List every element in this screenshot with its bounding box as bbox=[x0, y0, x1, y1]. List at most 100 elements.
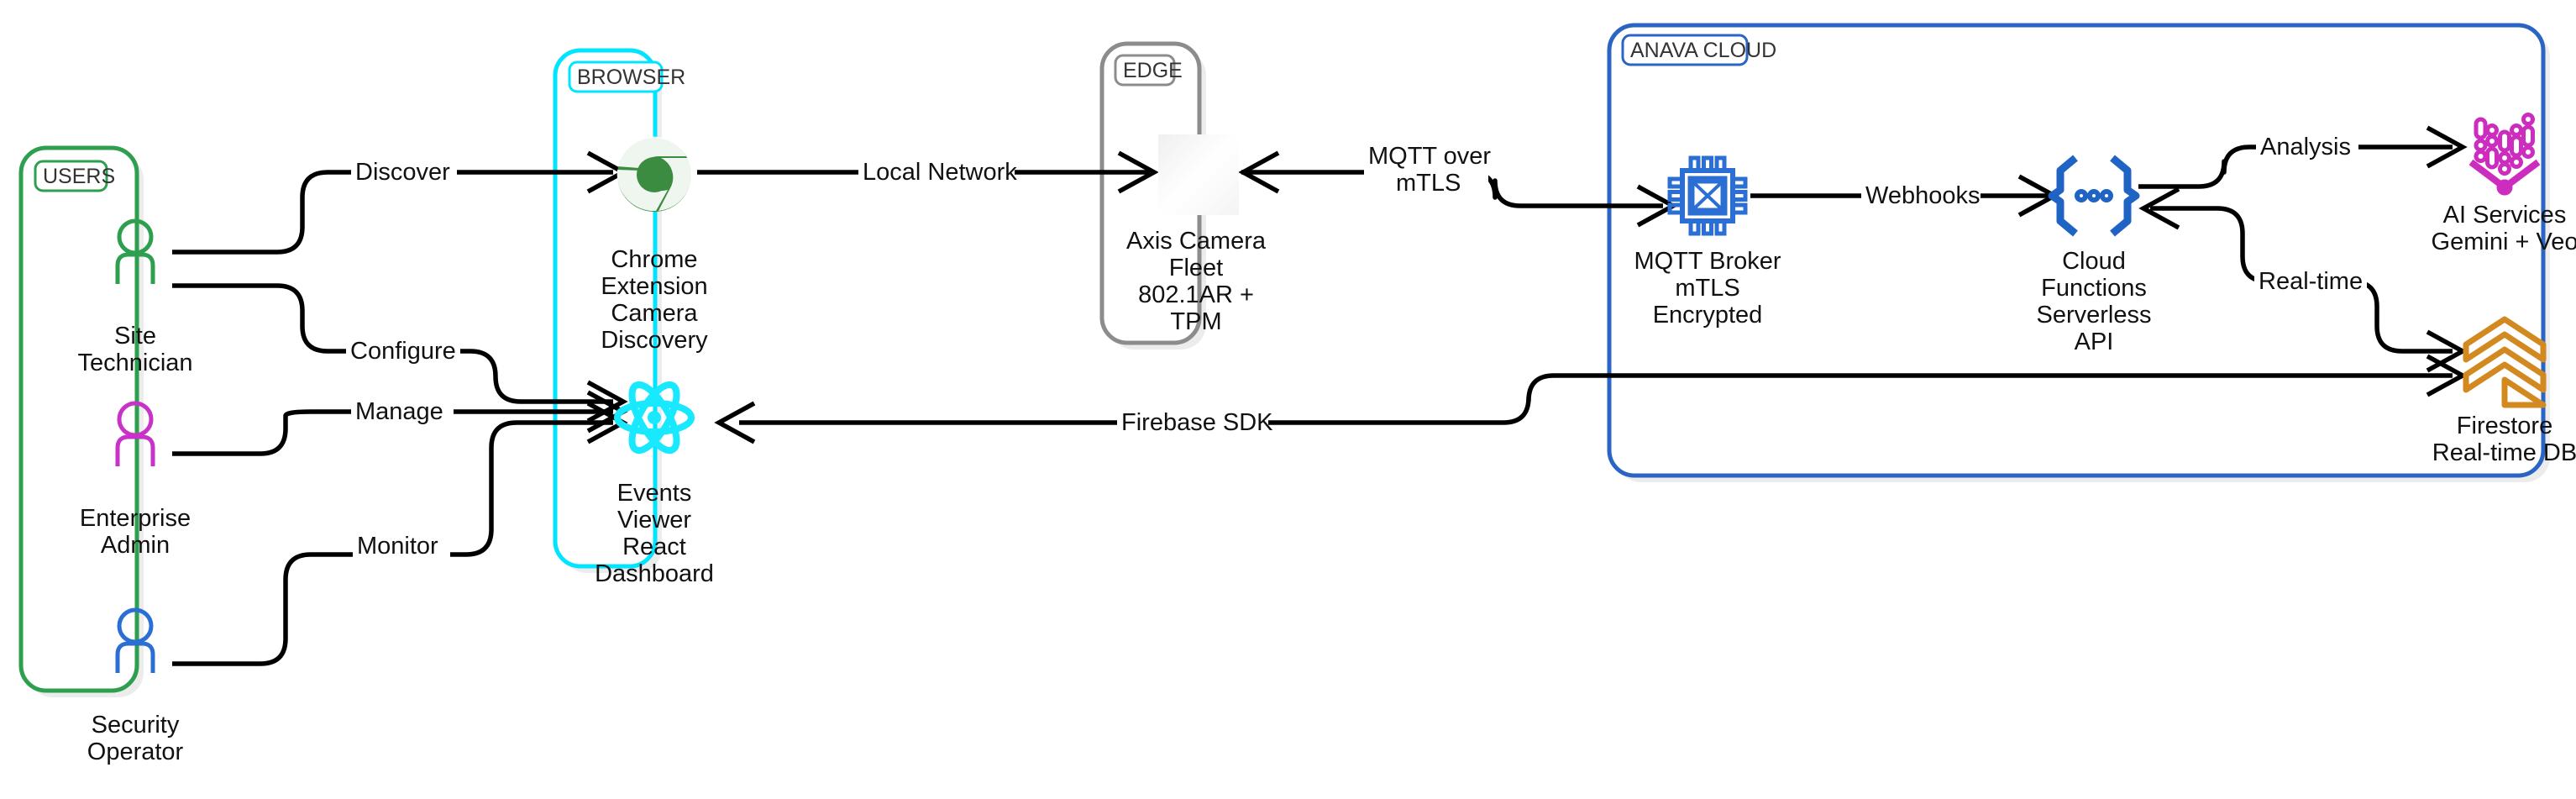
node-enterprise-admin[interactable]: Enterprise Admin bbox=[80, 401, 191, 559]
edge-monitor-label-bg bbox=[353, 532, 450, 559]
node-security-operator-label-line1: Security bbox=[92, 712, 180, 739]
node-mqtt-broker-label-line2: mTLS bbox=[1675, 275, 1739, 302]
node-cloud-functions-label-line4: API bbox=[2075, 329, 2114, 355]
node-mqtt-broker[interactable]: MQTT Broker mTLS Encrypted bbox=[1634, 155, 1781, 329]
node-axis-camera-label-line2: Fleet bbox=[1169, 255, 1223, 281]
edge-firebase-sdk-label-bg bbox=[1117, 408, 1268, 435]
group-browser-tag-label: BROWSER bbox=[577, 66, 685, 89]
edge-local-network-label: Local Network bbox=[863, 159, 1017, 186]
node-chrome-extension[interactable]: Chrome Extension Camera Discovery bbox=[601, 136, 708, 354]
edge-real-time[interactable]: Real-time bbox=[2138, 187, 2468, 373]
node-enterprise-admin-label-line2: Admin bbox=[101, 532, 170, 559]
node-firestore[interactable]: Firestore Real-time DB bbox=[2432, 316, 2576, 466]
node-axis-camera[interactable]: Axis Camera Fleet 802.1AR + TPM bbox=[1126, 134, 1267, 335]
node-cloud-functions[interactable]: Cloud Functions Serverless API bbox=[2037, 155, 2152, 355]
edge-real-time-arrowhead bbox=[2138, 187, 2180, 230]
edge-firebase-sdk-path bbox=[739, 373, 2453, 425]
node-ai-services-label-line2: Gemini + Veo bbox=[2432, 229, 2576, 255]
edge-configure-path bbox=[172, 283, 613, 404]
edge-mqtt-mtls-label-line2: mTLS bbox=[1396, 170, 1461, 197]
edge-configure-label-bg bbox=[346, 337, 460, 364]
node-chrome-extension-label-line1: Chrome bbox=[611, 246, 697, 273]
node-axis-camera-label-line4: TPM bbox=[1170, 308, 1221, 335]
node-firestore-label-line2: Real-time DB bbox=[2432, 439, 2576, 466]
edge-real-time-label: Real-time bbox=[2259, 268, 2363, 295]
node-cloud-functions-label-line1: Cloud bbox=[2062, 248, 2126, 275]
edge-configure[interactable]: Configure bbox=[172, 283, 628, 423]
edge-analysis-arrowhead bbox=[2426, 125, 2468, 169]
node-axis-camera-label-line3: 802.1AR + bbox=[1138, 281, 1254, 308]
edge-mqtt-mtls-label-line1: MQTT over bbox=[1368, 143, 1491, 170]
curly-braces-icon bbox=[2048, 155, 2140, 237]
edge-mqtt-mtls-arrowhead-left bbox=[1238, 150, 1280, 194]
edge-real-time-label-bg bbox=[2254, 267, 2367, 294]
group-users[interactable]: USERS bbox=[18, 145, 144, 697]
group-users-box bbox=[18, 145, 139, 693]
node-chrome-extension-label-line3: Camera bbox=[611, 300, 698, 327]
node-site-technician[interactable]: Site Technician bbox=[77, 218, 193, 376]
edge-monitor-label: Monitor bbox=[357, 533, 438, 560]
node-chrome-extension-label-line2: Extension bbox=[601, 273, 707, 300]
group-edge[interactable]: EDGE bbox=[1099, 41, 1206, 350]
node-security-operator-label-line2: Operator bbox=[87, 739, 184, 765]
edge-firebase-sdk-arrowhead-ev bbox=[714, 401, 756, 444]
edge-manage-path bbox=[172, 409, 613, 456]
node-security-operator[interactable]: Security Operator bbox=[87, 607, 184, 765]
node-events-viewer-label-line4: Dashboard bbox=[595, 560, 714, 587]
chrome-icon bbox=[616, 136, 692, 212]
edge-local-network[interactable]: Local Network bbox=[697, 150, 1159, 194]
node-mqtt-broker-label-line3: Encrypted bbox=[1653, 302, 1763, 329]
node-events-viewer-label-line3: React bbox=[622, 534, 686, 560]
node-ai-services[interactable]: AI Services Gemini + Veo bbox=[2432, 113, 2576, 256]
group-cloud-tag-box bbox=[1621, 34, 1749, 66]
group-browser-tag-box bbox=[568, 60, 664, 93]
group-cloud-tag-label: ANAVA CLOUD bbox=[1630, 39, 1776, 62]
node-site-technician-label-line2: Technician bbox=[77, 350, 192, 376]
edge-firebase-sdk-label: Firebase SDK bbox=[1121, 409, 1273, 436]
edge-discover-label: Discover bbox=[355, 159, 450, 186]
node-events-viewer-label-line2: Viewer bbox=[617, 507, 691, 534]
node-cloud-functions-label-line2: Functions bbox=[2041, 275, 2147, 302]
edge-mqtt-mtls-label-bg bbox=[1364, 141, 1488, 198]
group-edge-tag-label: EDGE bbox=[1123, 59, 1183, 82]
user-icon bbox=[115, 401, 155, 466]
user-icon bbox=[115, 218, 155, 284]
group-edge-tag-box bbox=[1114, 54, 1176, 87]
node-ai-services-label-line1: AI Services bbox=[2443, 202, 2567, 229]
edge-firebase-sdk[interactable]: Firebase SDK bbox=[714, 354, 2468, 444]
edge-configure-label: Configure bbox=[350, 338, 456, 365]
edge-local-network-label-bg bbox=[858, 158, 1015, 185]
user-icon bbox=[115, 607, 155, 673]
edge-mqtt-mtls[interactable]: MQTT over mTLS bbox=[1238, 141, 1678, 228]
edge-analysis-label: Analysis bbox=[2260, 134, 2351, 160]
neural-network-icon bbox=[2468, 113, 2541, 196]
node-enterprise-admin-label-line1: Enterprise bbox=[80, 505, 191, 532]
group-users-tag-box bbox=[34, 160, 108, 192]
edge-manage-label-bg bbox=[351, 397, 454, 424]
node-chrome-extension-label-line4: Discovery bbox=[601, 327, 708, 354]
node-axis-camera-label-line1: Axis Camera bbox=[1126, 228, 1267, 255]
camera-image-icon bbox=[1158, 134, 1239, 215]
microchip-icon bbox=[1667, 155, 1748, 236]
edge-webhooks-label: Webhooks bbox=[1865, 182, 1981, 209]
node-events-viewer[interactable]: Events Viewer React Dashboard bbox=[595, 378, 714, 587]
node-events-viewer-label-line1: Events bbox=[617, 480, 692, 507]
react-icon bbox=[614, 381, 695, 455]
edge-webhooks-label-bg bbox=[1861, 181, 1981, 208]
node-firestore-label-line1: Firestore bbox=[2457, 413, 2552, 439]
edge-discover-label-bg bbox=[351, 158, 457, 185]
edge-configure-arrowhead bbox=[586, 380, 628, 423]
group-users-tag-label: USERS bbox=[43, 165, 115, 188]
edge-webhooks[interactable]: Webhooks bbox=[1750, 174, 2059, 218]
edge-local-network-arrowhead bbox=[1117, 150, 1159, 194]
node-cloud-functions-label-line3: Serverless bbox=[2037, 302, 2152, 329]
edge-analysis[interactable]: Analysis bbox=[2138, 125, 2468, 189]
edge-analysis-label-bg bbox=[2256, 133, 2358, 160]
edge-analysis-path bbox=[2138, 145, 2453, 189]
node-mqtt-broker-label-line1: MQTT Broker bbox=[1634, 248, 1781, 275]
layers-stack-icon bbox=[2463, 316, 2547, 408]
edge-discover[interactable]: Discover bbox=[172, 150, 628, 255]
edge-firebase-sdk-arrowhead-fs bbox=[2426, 354, 2468, 397]
